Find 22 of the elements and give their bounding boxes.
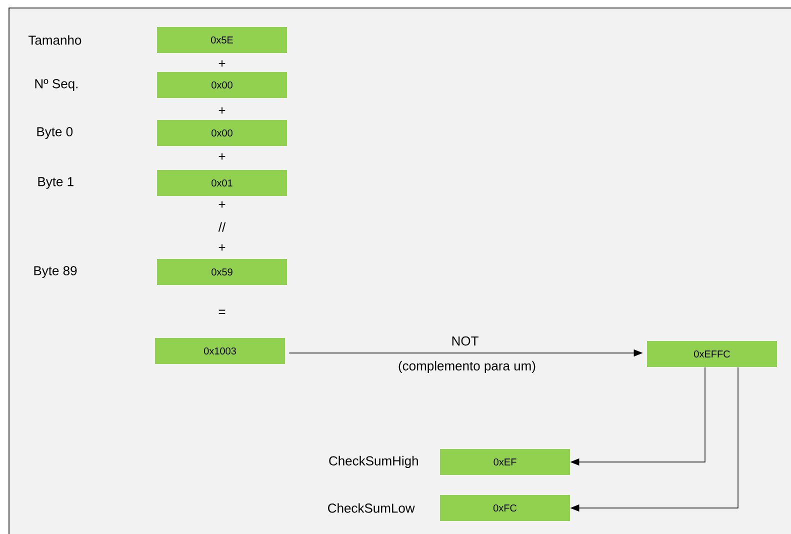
value-box: 0x00: [157, 120, 287, 146]
value-box: 0xEF: [440, 449, 570, 475]
field-name: Byte 89: [34, 266, 77, 278]
operator-label: +: [218, 107, 226, 114]
field-name: CheckSumHigh: [329, 456, 418, 468]
value-box: 0xEFFC: [647, 341, 777, 367]
field-name: Nº Seq.: [35, 79, 78, 91]
field-name: Tamanho: [28, 35, 82, 45]
value-box: 0x59: [157, 259, 287, 285]
operator-label: =: [218, 310, 226, 314]
field-name: Byte 1: [38, 177, 74, 189]
value-box: 0x00: [157, 72, 287, 98]
operator-label: //: [218, 222, 226, 232]
operator-label: (complemento para um): [398, 360, 536, 374]
value-box: 0x01: [157, 170, 287, 196]
value-box: 0xFC: [440, 495, 570, 521]
operator-label: +: [218, 60, 226, 67]
operator-label: +: [218, 153, 226, 160]
value-box: 0x5E: [157, 27, 287, 53]
value-box: 0x1003: [155, 338, 285, 364]
field-name: CheckSumLow: [328, 503, 415, 513]
field-name: Byte 0: [37, 127, 73, 139]
